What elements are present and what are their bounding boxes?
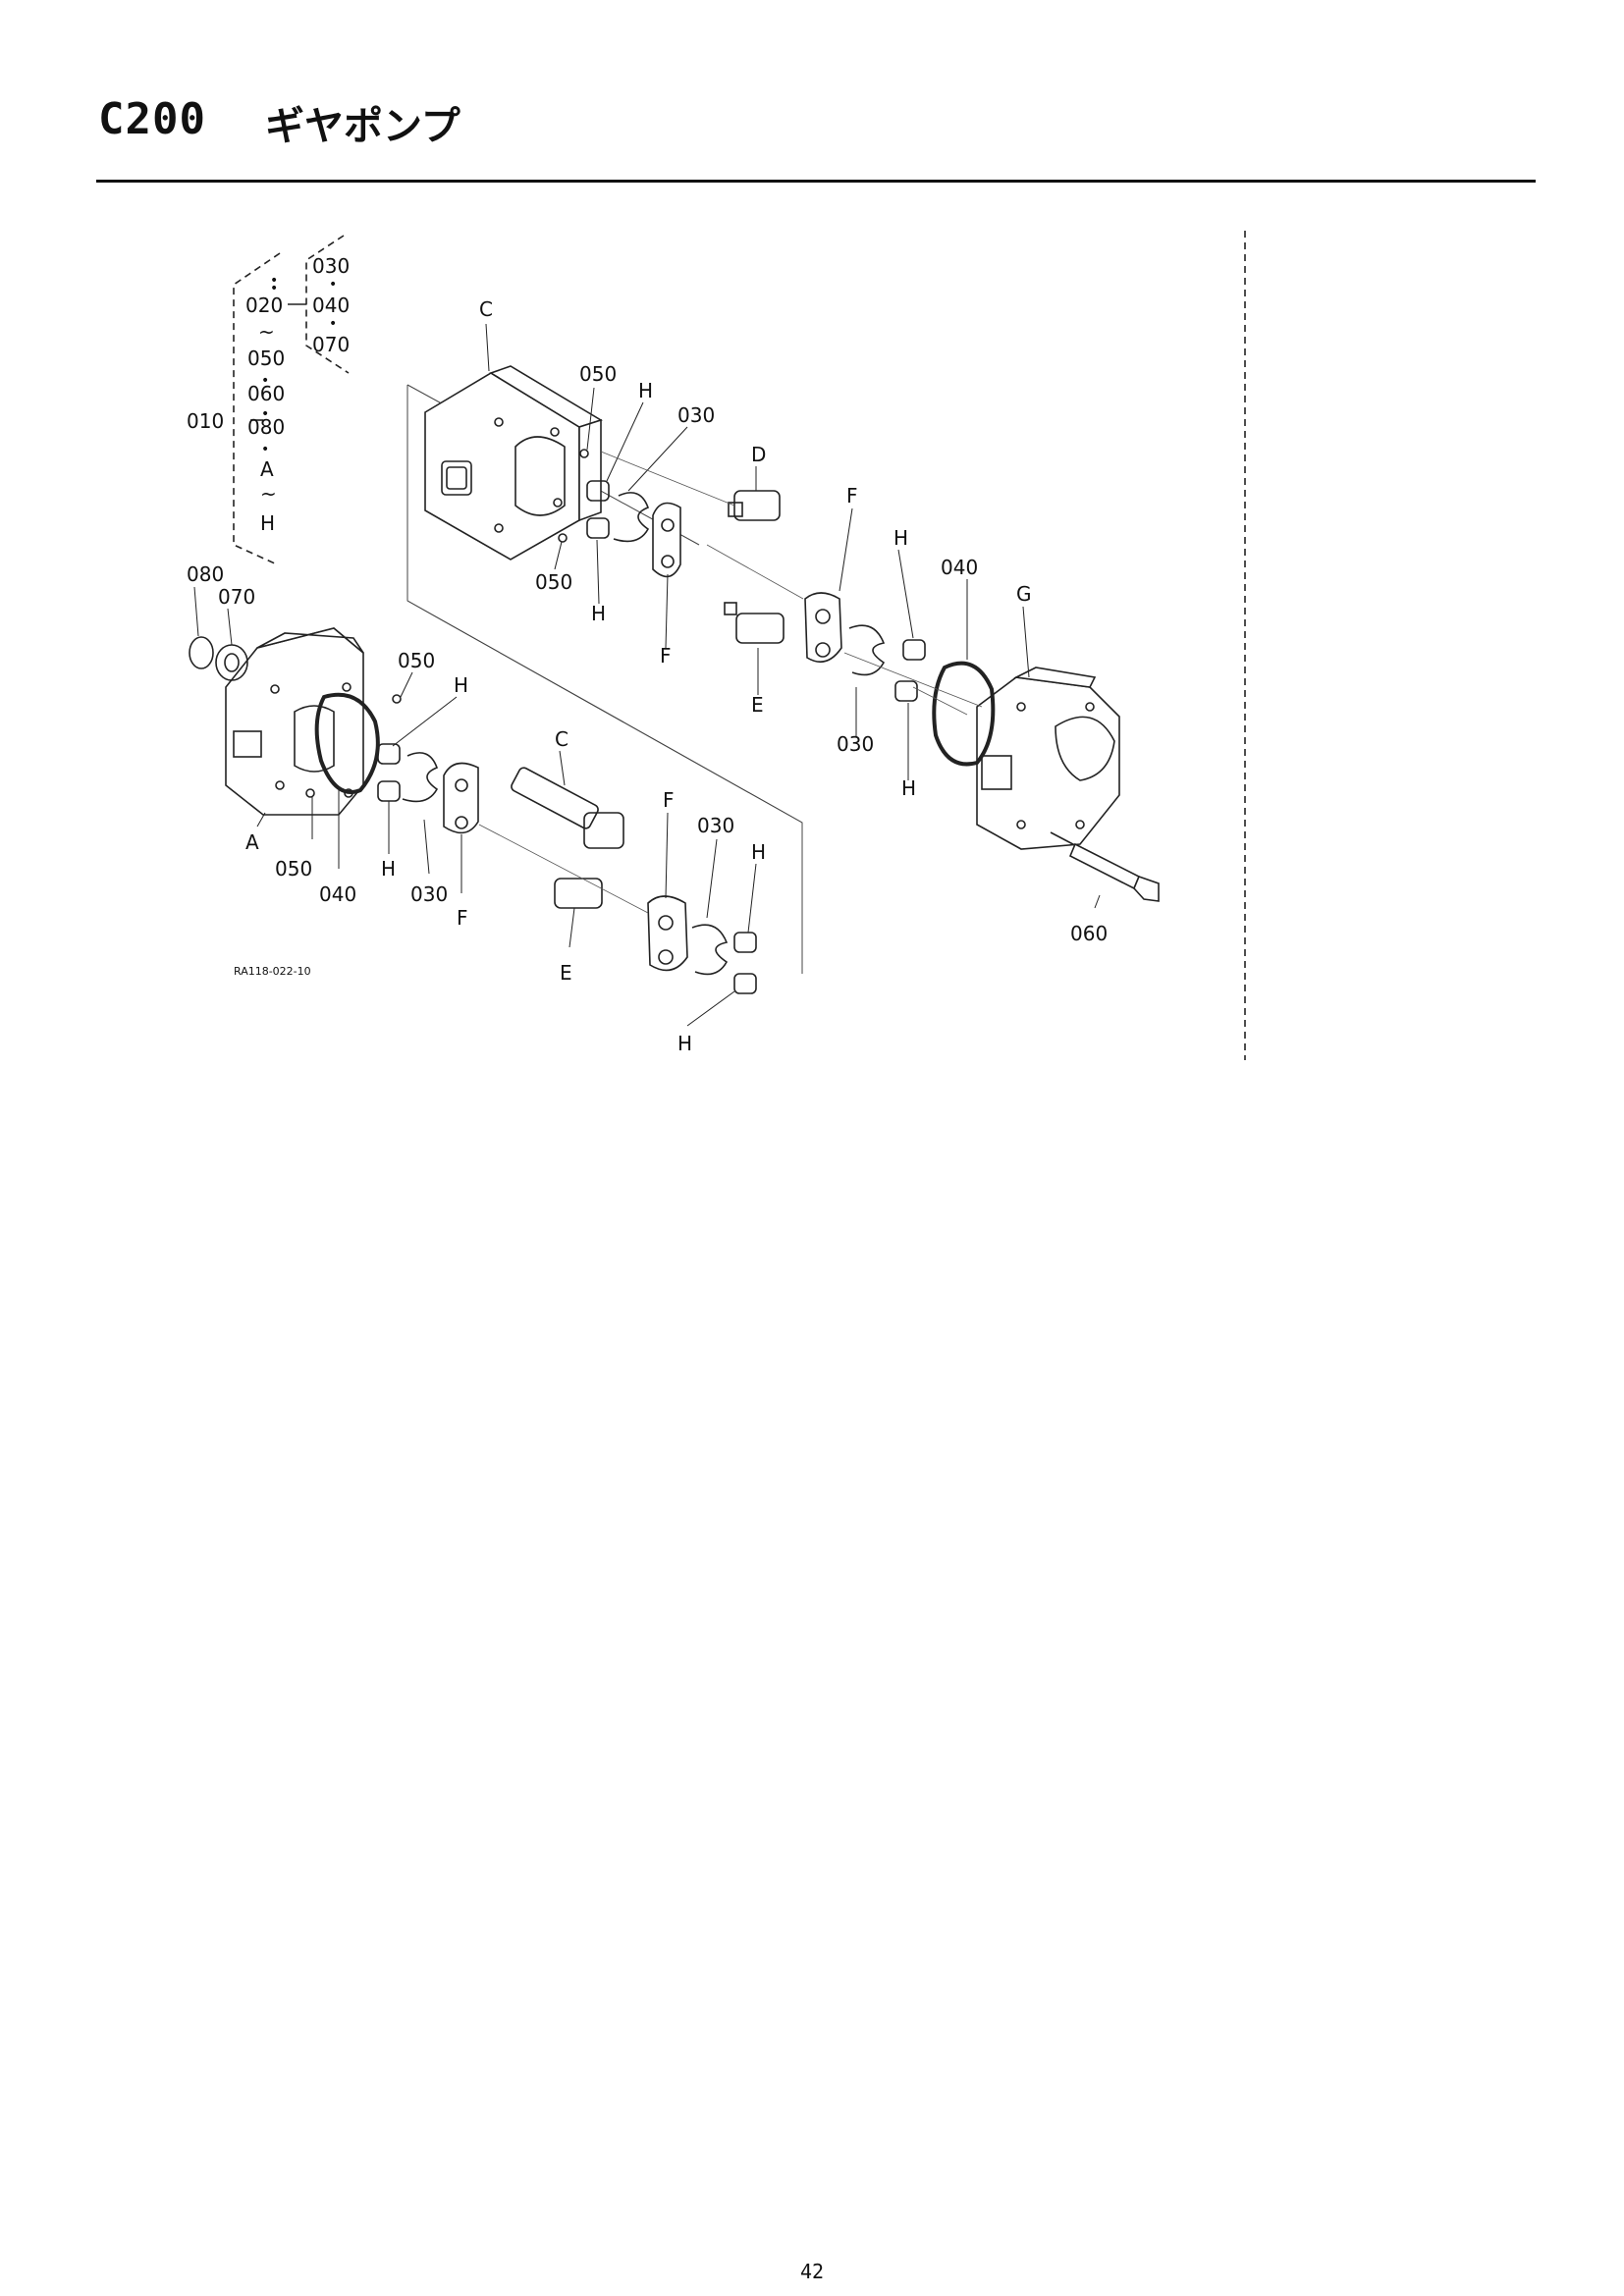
callout-label: 040 bbox=[319, 882, 356, 906]
bracket-label: 060 bbox=[247, 382, 285, 405]
svg-text:•: • bbox=[261, 373, 269, 389]
callout-label: 050 bbox=[398, 649, 435, 672]
bracket-label: 030 bbox=[312, 254, 350, 278]
callout-label: H bbox=[751, 840, 766, 864]
svg-text:•: • bbox=[329, 277, 337, 293]
section-title: ギヤポンプ bbox=[265, 104, 460, 149]
callout-label: F bbox=[846, 484, 858, 507]
callout-label: G bbox=[1016, 582, 1032, 606]
callout-label: A bbox=[245, 830, 259, 854]
callout-label: F bbox=[457, 906, 468, 930]
section-code: C200 bbox=[98, 94, 206, 144]
bracket-label: ~ bbox=[260, 482, 277, 506]
callout-label: E bbox=[560, 961, 572, 985]
callout-label: H bbox=[901, 776, 916, 800]
callout-label: E bbox=[751, 693, 764, 717]
bracket-label: 050 bbox=[247, 347, 285, 370]
bracket-label: ~ bbox=[258, 320, 275, 344]
callout-label: 040 bbox=[941, 556, 978, 579]
callout-label: 050 bbox=[275, 857, 312, 881]
callout-label: F bbox=[660, 644, 672, 667]
callout-label: 050 bbox=[579, 362, 617, 386]
bracket-label: 010 bbox=[187, 409, 224, 433]
bracket-label: 080 bbox=[247, 415, 285, 439]
callout-label: H bbox=[381, 857, 396, 881]
bracket-label: A bbox=[260, 457, 274, 481]
callout-label: 030 bbox=[697, 814, 734, 837]
svg-text:•: • bbox=[261, 442, 269, 457]
svg-text:•: • bbox=[270, 281, 278, 296]
callout-label: 030 bbox=[677, 403, 715, 427]
callout-label: C bbox=[479, 297, 493, 321]
callout-label: 030 bbox=[837, 732, 874, 756]
callout-label: H bbox=[454, 673, 468, 697]
callout-label: 030 bbox=[410, 882, 448, 906]
callout-label: H bbox=[893, 526, 908, 550]
callout-label: F bbox=[663, 788, 675, 812]
callout-label: 080 bbox=[187, 562, 224, 586]
callout-label: H bbox=[677, 1032, 692, 1055]
svg-text:•: • bbox=[261, 406, 269, 422]
exploded-parts-diagram: 010 020 ~ 050 060 080 A ~ H 030 040 070 … bbox=[187, 231, 1246, 1060]
callout-label: H bbox=[591, 602, 606, 625]
svg-text:•: • bbox=[329, 316, 337, 332]
callout-label: H bbox=[638, 379, 653, 402]
bracket-label: 020 bbox=[245, 294, 283, 317]
drawing-number: RA118-022-10 bbox=[234, 965, 311, 978]
page-number: 42 bbox=[799, 2260, 825, 2283]
callout-label: D bbox=[751, 443, 766, 466]
bracket-label: H bbox=[260, 511, 275, 535]
bracket-label: 070 bbox=[312, 333, 350, 356]
bracket-label: 040 bbox=[312, 294, 350, 317]
callout-label: 070 bbox=[218, 585, 255, 609]
callout-label: 060 bbox=[1070, 922, 1108, 945]
title-rule bbox=[96, 180, 1536, 183]
svg-text:•: • bbox=[270, 273, 278, 289]
callout-label: C bbox=[555, 727, 568, 751]
callout-label: 050 bbox=[535, 570, 572, 594]
